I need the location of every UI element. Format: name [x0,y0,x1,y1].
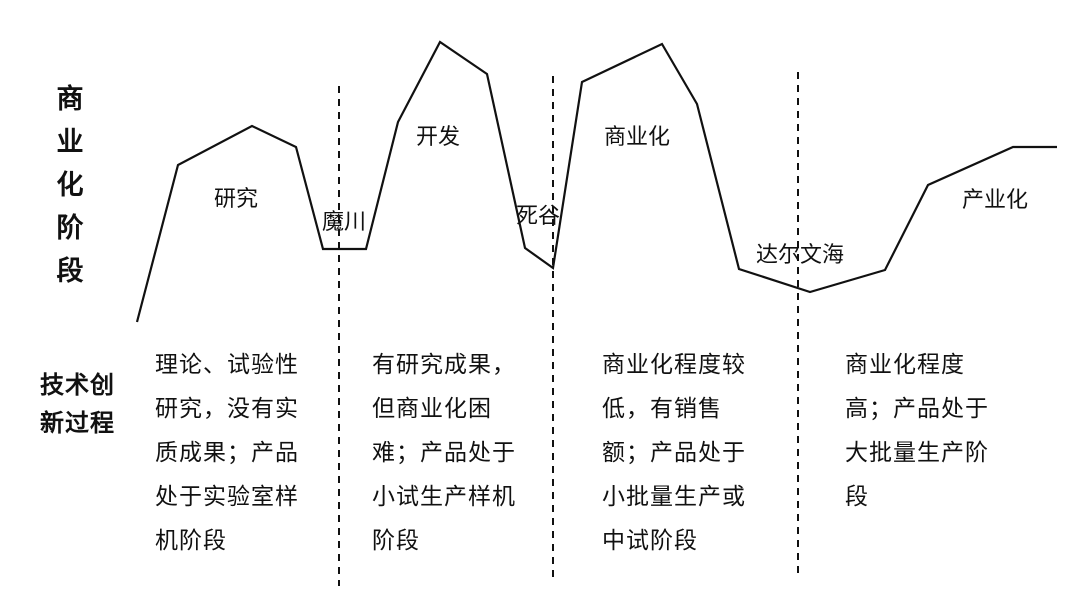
stage-label-industrialization: 产业化 [962,188,1029,213]
research-stage-description: 理论、试验性研究，没有实质成果；产品处于实验室样机阶段 [155,352,299,554]
development-stage-description: 有研究成果，但商业化困难；产品处于小试生产样机阶段 [372,352,516,554]
stage-label-commercialization: 商业化 [604,125,671,150]
stage-label-devils-river: 魔川 [322,210,367,235]
commercialization-stage-axis-label: 商业化阶段 [56,84,84,287]
stage-label-development: 开发 [416,125,461,150]
industrialization-stage-description: 商业化程度高；产品处于大批量生产阶段 [845,352,989,510]
commercialization-stage-description: 商业化程度较低，有销售额；产品处于小批量生产或中试阶段 [602,352,746,554]
stage-label-darwin-sea: 达尔文海 [756,243,845,268]
stage-label-research: 研究 [214,187,259,212]
stage-label-death-valley: 死谷 [516,204,561,229]
innovation-process-row-label: 技术创新过程 [40,371,115,437]
commercialization-curve [135,40,1057,323]
